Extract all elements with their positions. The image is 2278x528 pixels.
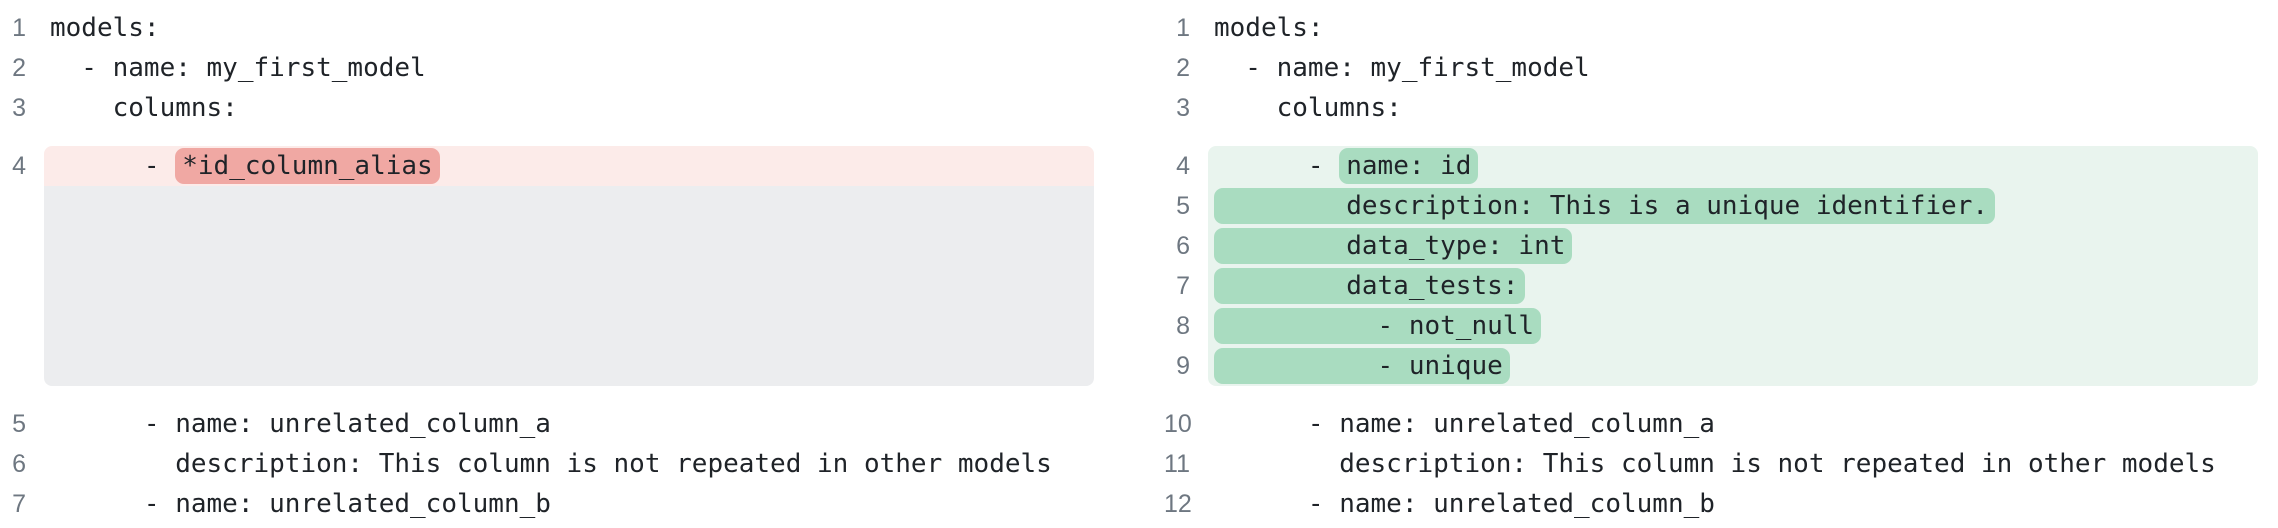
code-line: 2 - name: my_first_model [1164, 48, 2258, 88]
plain-token: - name: my_first_model [1214, 53, 1590, 83]
code-text: columns: [1208, 88, 2258, 128]
line-number: 4 [12, 152, 26, 180]
changed-token: name: id [1339, 148, 1479, 184]
code-line: 12 - name: unrelated_column_b [1164, 484, 2258, 524]
code-text: data_type: int [1208, 226, 2258, 266]
line-number: 12 [1164, 490, 1192, 518]
changed-token: *id_column_alias [175, 148, 440, 184]
changed-token: data_tests: [1214, 268, 1526, 304]
code-line: 6 description: This column is not repeat… [0, 444, 1094, 484]
plain-token: description: This column is not repeated… [1214, 449, 2216, 479]
code-line: 10 - name: unrelated_column_a [1164, 404, 2258, 444]
line-number: 11 [1164, 450, 1190, 478]
code-line: 1 models: [0, 8, 1094, 48]
code-line: 1 models: [1164, 8, 2258, 48]
plain-token: - name: unrelated_column_a [50, 409, 551, 439]
plain-token: - [50, 151, 176, 181]
code-line: 5 - name: unrelated_column_a [0, 404, 1094, 444]
plain-token: models: [50, 13, 160, 43]
code-line: 11 description: This column is not repea… [1164, 444, 2258, 484]
code-text: - name: my_first_model [44, 48, 1094, 88]
plain-token: - name: unrelated_column_b [50, 489, 551, 519]
plain-token: - name: unrelated_column_a [1214, 409, 1715, 439]
code-text: description: This column is not repeated… [1208, 444, 2258, 484]
line-number: 6 [12, 450, 26, 478]
code-text: description: This column is not repeated… [44, 444, 1094, 484]
line-number: 10 [1164, 410, 1192, 438]
plain-token: columns: [50, 93, 238, 123]
line-number: 8 [1176, 312, 1190, 340]
plain-token: columns: [1214, 93, 1402, 123]
line-number: 5 [12, 410, 26, 438]
changed-token: - not_null [1214, 308, 1542, 344]
code-text: - name: my_first_model [1208, 48, 2258, 88]
plain-token: - [1214, 151, 1340, 181]
line-number: 2 [12, 54, 26, 82]
code-line: 6 data_type: int [1164, 226, 2258, 266]
code-line: 3 columns: [1164, 88, 2258, 128]
code-line: 7 data_tests: [1164, 266, 2258, 306]
code-text: models: [44, 8, 1094, 48]
line-number: 3 [12, 94, 26, 122]
line-number: 3 [1176, 94, 1190, 122]
code-text: columns: [44, 88, 1094, 128]
line-number: 9 [1176, 352, 1190, 380]
plain-token: description: This column is not repeated… [50, 449, 1052, 479]
code-text: - not_null [1208, 306, 2258, 346]
spacer-row [0, 186, 1094, 386]
plain-token: models: [1214, 13, 1324, 43]
plain-token: - name: my_first_model [50, 53, 426, 83]
code-text: - name: unrelated_column_b [1208, 484, 2258, 524]
code-line: 9 - unique [1164, 346, 2258, 386]
code-text: data_tests: [1208, 266, 2258, 306]
changed-token: - unique [1214, 348, 1510, 384]
line-number: 4 [1176, 152, 1190, 180]
changed-token: data_type: int [1214, 228, 1573, 264]
line-number: 1 [12, 14, 26, 42]
code-line: 5 description: This is a unique identifi… [1164, 186, 2258, 226]
spacer-block [44, 186, 1094, 386]
line-number: 7 [12, 490, 26, 518]
code-text: - name: unrelated_column_a [44, 404, 1094, 444]
code-line: 7 - name: unrelated_column_b [0, 484, 1094, 524]
line-number: 1 [1176, 14, 1190, 42]
code-line: 4 - name: id [1164, 146, 2258, 186]
code-text: description: This is a unique identifier… [1208, 186, 2258, 226]
line-number: 5 [1176, 192, 1190, 220]
code-line: 4 - *id_column_alias [0, 146, 1094, 186]
code-line: 2 - name: my_first_model [0, 48, 1094, 88]
code-text: - *id_column_alias [44, 146, 1094, 186]
code-text: - unique [1208, 346, 2258, 386]
code-line: 3 columns: [0, 88, 1094, 128]
line-number: 6 [1176, 232, 1190, 260]
changed-token: description: This is a unique identifier… [1214, 188, 1996, 224]
line-number: 7 [1176, 272, 1190, 300]
code-text: - name: id [1208, 146, 2258, 186]
line-number [0, 186, 44, 386]
code-line: 8 - not_null [1164, 306, 2258, 346]
plain-token: - name: unrelated_column_b [1214, 489, 1715, 519]
code-text: - name: unrelated_column_b [44, 484, 1094, 524]
code-text: models: [1208, 8, 2258, 48]
line-number: 2 [1176, 54, 1190, 82]
code-text: - name: unrelated_column_a [1208, 404, 2258, 444]
